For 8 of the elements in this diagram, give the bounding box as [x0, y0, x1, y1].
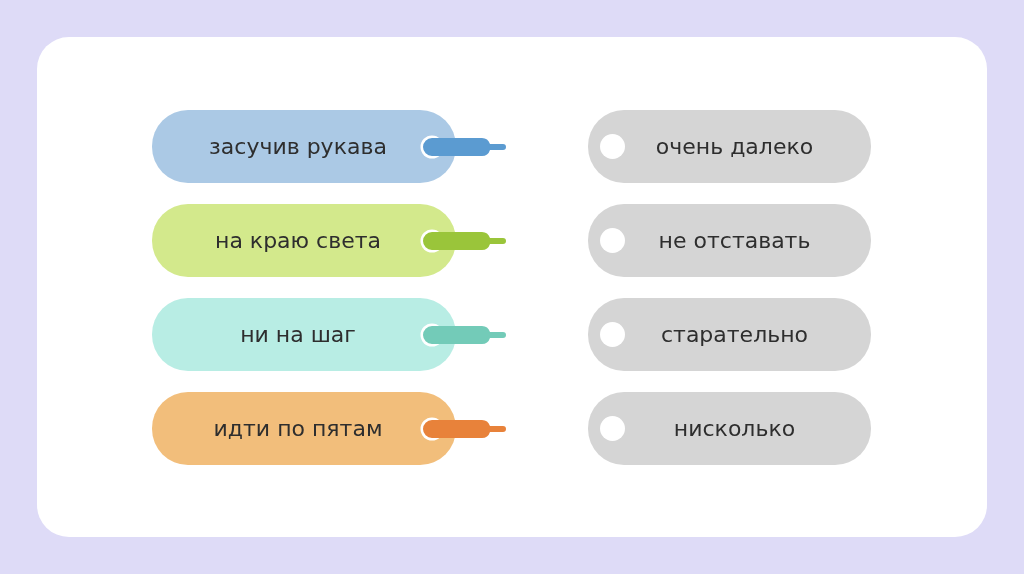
answer-label: нисколько	[673, 416, 796, 441]
phrase-label: идти по пятам	[213, 416, 383, 441]
phrase-label: ни на шаг	[240, 322, 356, 347]
answer-label: очень далеко	[655, 134, 814, 159]
phrase-label: на краю света	[215, 228, 381, 253]
answer-label: не отставать	[658, 228, 811, 253]
answer-label: старательно	[660, 322, 809, 347]
phrase-label: засучив рукава	[209, 134, 387, 159]
